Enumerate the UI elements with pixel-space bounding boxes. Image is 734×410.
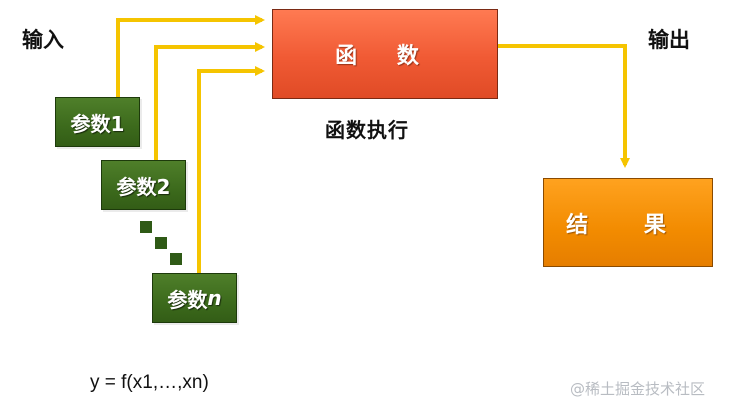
result-box-label: 结 果 (566, 212, 690, 238)
ellipsis-dot (140, 221, 152, 233)
arrow-paramn-to-function (197, 66, 265, 273)
ellipsis-dot (155, 237, 167, 249)
param-1-box: 参数1 (55, 97, 140, 147)
function-box-label: 函 数 (335, 44, 435, 69)
watermark-text: @稀土掘金技术社区 (570, 380, 706, 398)
param-n-prefix: 参数 (167, 287, 208, 312)
formula-text: y = f(x1,…,xn) (90, 372, 209, 393)
param-1-label: 参数1 (70, 111, 125, 136)
arrow-function-to-result (498, 44, 630, 168)
param-n-suffix: n (207, 286, 222, 310)
param-2-box: 参数2 (101, 160, 186, 210)
result-box: 结 果 (543, 178, 713, 267)
arrow-param2-to-function (154, 42, 265, 160)
function-box: 函 数 (272, 9, 498, 99)
param-2-label: 参数2 (116, 174, 171, 199)
output-label: 输出 (648, 28, 690, 52)
function-execution-label: 函数执行 (325, 118, 409, 142)
input-label: 输入 (22, 28, 64, 52)
arrow-param1-to-function (116, 15, 265, 97)
ellipsis-dot (170, 253, 182, 265)
